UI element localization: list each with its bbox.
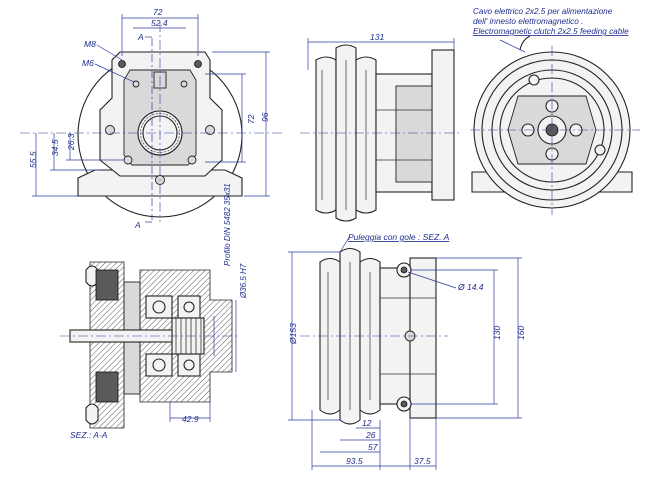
dim-72-width: 72 xyxy=(153,7,163,17)
section-mark-top: A xyxy=(137,32,144,42)
dim-57: 57 xyxy=(368,442,378,452)
lower-side-view xyxy=(300,247,448,425)
dim-26-3: 26.3 xyxy=(66,133,76,151)
section-label: SEZ.: A-A xyxy=(70,430,108,440)
thread-m6-label: M6 xyxy=(82,58,94,68)
dim-42-9: 42.9 xyxy=(182,414,199,424)
dim-26: 26 xyxy=(365,430,376,440)
spline-profile-label: Profilo DIN 5482 35x31 xyxy=(223,183,232,266)
dim-37-5: 37.5 xyxy=(414,456,431,466)
dim-131: 131 xyxy=(370,32,384,42)
section-mark-bottom: A xyxy=(134,220,141,230)
front-bolt-holes xyxy=(105,60,215,185)
side-view: 131 xyxy=(300,32,462,222)
cable-note-line-2: dell' innesto elettromagnetico . xyxy=(473,17,583,26)
cable-note-line-3: Electromagnetic clutch 2x2.5 feeding cab… xyxy=(473,27,629,36)
thread-m8-label: M8 xyxy=(84,39,96,49)
pulley-note: Puleggia con gole : SEZ. A xyxy=(348,232,450,242)
dim-55-5: 55.5 xyxy=(28,151,38,168)
cable-note: Cavo elettrico 2x2.5 per alimentazione d… xyxy=(473,7,629,36)
bore-tolerance-label: Ø36.5 H7 xyxy=(239,263,248,299)
lower-side-dimensions: Puleggia con gole : SEZ. A Ø153 130 160 … xyxy=(288,232,526,470)
front-view-dimensions: 72 52.4 A M8 M6 72 96 55.5 34.5 26.3 xyxy=(28,7,270,230)
rear-view xyxy=(470,35,640,215)
dim-dia-153: Ø153 xyxy=(288,323,298,345)
dim-34-5: 34.5 xyxy=(50,139,60,156)
dim-130: 130 xyxy=(492,326,502,340)
dim-160: 160 xyxy=(516,326,526,340)
side-housing xyxy=(431,49,455,201)
dim-52-4: 52.4 xyxy=(151,18,168,28)
dim-hole-14-4: Ø 14.4 xyxy=(457,282,484,292)
dim-93-5: 93.5 xyxy=(346,456,363,466)
dim-72-height: 72 xyxy=(246,114,256,124)
front-view xyxy=(20,22,282,222)
cable-note-line-1: Cavo elettrico 2x2.5 per alimentazione xyxy=(473,7,613,16)
section-view: 42.9 Profilo DIN 5482 35x31 Ø36.5 H7 SEZ… xyxy=(60,183,248,440)
dim-12: 12 xyxy=(362,418,372,428)
dim-96: 96 xyxy=(260,112,270,122)
